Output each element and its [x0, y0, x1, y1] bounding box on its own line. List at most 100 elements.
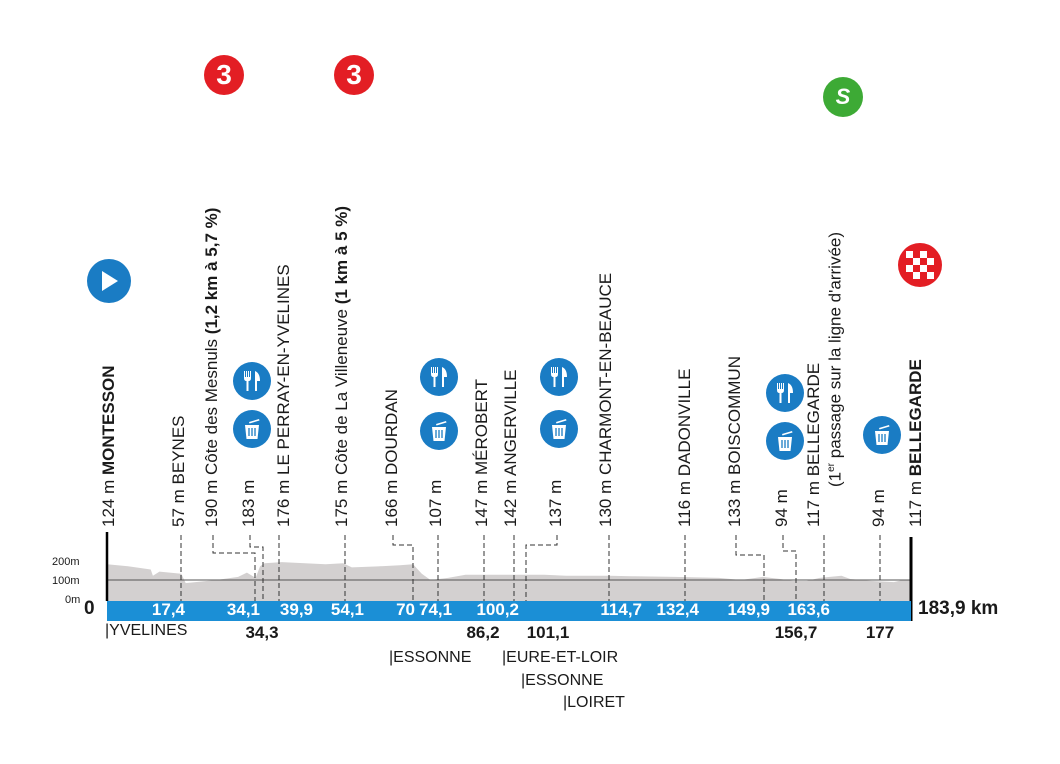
- waypoint-name: MONTESSON: [99, 365, 118, 476]
- waste-zone-icon: [420, 412, 458, 450]
- waypoint-label: 117 m BELLEGARDE(1er passage sur la lign…: [804, 231, 845, 527]
- waypoint-name: DADONVILLE: [675, 368, 694, 477]
- waypoint-note: (1er passage sur la ligne d'arrivée): [825, 231, 845, 487]
- waypoint-elevation: 94 m: [772, 489, 791, 527]
- waypoint-label: 175 m Côte de La Villeneuve (1 km à 5 %): [332, 205, 351, 527]
- km-marker-below: 34,3: [245, 623, 279, 642]
- department-boundary: |YVELINES: [105, 622, 188, 639]
- sprint-icon: S: [823, 77, 863, 117]
- feed-zone-icon: [420, 358, 458, 396]
- waypoint-name: BELLEGARDE: [804, 362, 823, 477]
- waypoint-label: 130 m CHARMONT-EN-BEAUCE: [596, 272, 615, 527]
- start-icon: [87, 259, 131, 303]
- waypoint-label: 190 m Côte des Mesnuls (1,2 km à 5,7 %): [202, 207, 221, 527]
- waypoint-name: LE PERRAY-EN-YVELINES: [274, 264, 293, 476]
- waypoint-elevation: 130 m: [596, 475, 615, 527]
- waypoint-label: 176 m LE PERRAY-EN-YVELINES: [274, 264, 293, 527]
- waypoint-elevation: 142 m: [501, 475, 520, 527]
- waste-zone-icon: [766, 422, 804, 460]
- km-marker-label: 74,1: [419, 600, 453, 619]
- department-boundary: |ESSONNE: [389, 649, 472, 666]
- km-marker-label: 54,1: [330, 600, 364, 619]
- distance-bar: [107, 601, 911, 621]
- department-boundary: |LOIRET: [563, 694, 625, 711]
- waypoint-elevation: 183 m: [239, 479, 258, 527]
- waypoint-elevation: 94 m: [869, 489, 888, 527]
- waypoint-elevation: 137 m: [546, 479, 565, 527]
- km-marker-label: 132,4: [656, 600, 699, 619]
- leader-line: [525, 535, 558, 601]
- waypoint-elevation: 116 m: [675, 476, 694, 527]
- leader-line: [392, 535, 414, 601]
- waste-zone-icon: [233, 410, 271, 448]
- waypoint-elevation: 147 m: [472, 475, 491, 527]
- leader-line: [735, 535, 765, 601]
- km-marker-label: 70: [396, 600, 415, 619]
- waypoint-label: 117 m BELLEGARDE: [906, 359, 925, 527]
- waste-zone-icon: [540, 410, 578, 448]
- waypoint-label: 124 m MONTESSON: [99, 365, 118, 527]
- km-marker-below: 86,2: [466, 623, 500, 642]
- waypoint-label: 94 m: [772, 489, 791, 527]
- km-marker-below: 177: [865, 623, 895, 642]
- waypoint-name: BEYNES: [169, 415, 188, 485]
- waypoint-elevation: 107 m: [426, 479, 445, 527]
- waypoint-label: 142 m ANGERVILLE: [501, 369, 520, 527]
- climb-category-badge: 3: [334, 55, 374, 95]
- waste-zone-icon: [863, 416, 901, 454]
- waypoint-elevation: 175 m: [332, 475, 351, 527]
- waypoint-name: ANGERVILLE: [501, 369, 520, 476]
- km-marker-label: 39,9: [279, 600, 313, 619]
- waypoint-name: DOURDAN: [382, 389, 401, 476]
- waypoint-elevation: 133 m: [725, 475, 744, 527]
- waypoint-elevation: 124 m: [99, 475, 118, 527]
- finish-flag-icon: [898, 243, 942, 287]
- waypoint-name: Côte de La Villeneuve: [332, 308, 351, 476]
- start-km: 0: [84, 598, 95, 619]
- department-boundary: |EURE-ET-LOIR: [502, 649, 619, 666]
- y-tick-0: 0m: [65, 594, 81, 606]
- waypoint-label: 183 m: [239, 479, 258, 527]
- feed-zone-icon: [766, 374, 804, 412]
- waypoint-elevation: 117 m: [804, 476, 823, 527]
- y-tick-200: 200m: [52, 556, 80, 568]
- km-marker-below: 101,1: [526, 623, 570, 642]
- km-marker-label: 17,4: [151, 600, 185, 619]
- waypoint-name: BELLEGARDE: [906, 359, 925, 477]
- elevation-area: [107, 562, 911, 601]
- waypoint-elevation: 176 m: [274, 475, 293, 527]
- waypoint-label: 116 m DADONVILLE: [675, 368, 694, 527]
- waypoint-elevation: 190 m: [202, 475, 221, 527]
- leader-line: [249, 535, 264, 601]
- waypoint-name: Côte des Mesnuls: [202, 338, 221, 476]
- feed-zone-icon: [540, 358, 578, 396]
- leader-line: [212, 535, 256, 601]
- km-marker-below: 156,7: [774, 623, 818, 642]
- waypoint-label: 107 m: [426, 479, 445, 527]
- feed-zone-icon: [233, 362, 271, 400]
- waypoint-name: MÉROBERT: [472, 378, 491, 476]
- waypoint-elevation: 166 m: [382, 475, 401, 527]
- waypoint-label: 137 m: [546, 479, 565, 527]
- waypoint-label: 133 m BOISCOMMUN: [725, 356, 744, 527]
- km-marker-label: 100,2: [476, 600, 519, 619]
- climb-detail: (1 km à 5 %): [332, 205, 351, 309]
- waypoint-label: 94 m: [869, 489, 888, 527]
- waypoint-name: CHARMONT-EN-BEAUCE: [596, 272, 615, 476]
- climb-detail: (1,2 km à 5,7 %): [202, 207, 221, 339]
- km-marker-label: 163,6: [787, 600, 830, 619]
- km-marker-label: 149,9: [727, 600, 770, 619]
- km-marker-label: 114,7: [600, 600, 642, 619]
- leader-line: [782, 535, 797, 601]
- km-marker-label: 34,1: [226, 600, 260, 619]
- climb-category-badge: 3: [204, 55, 244, 95]
- department-boundary: |ESSONNE: [521, 672, 604, 689]
- waypoint-name: BOISCOMMUN: [725, 356, 744, 476]
- y-tick-100: 100m: [52, 575, 80, 587]
- waypoint-elevation: 117 m: [906, 476, 925, 527]
- waypoint-elevation: 57 m: [169, 484, 188, 527]
- waypoint-label: 166 m DOURDAN: [382, 389, 401, 527]
- end-km: 183,9 km: [918, 598, 999, 619]
